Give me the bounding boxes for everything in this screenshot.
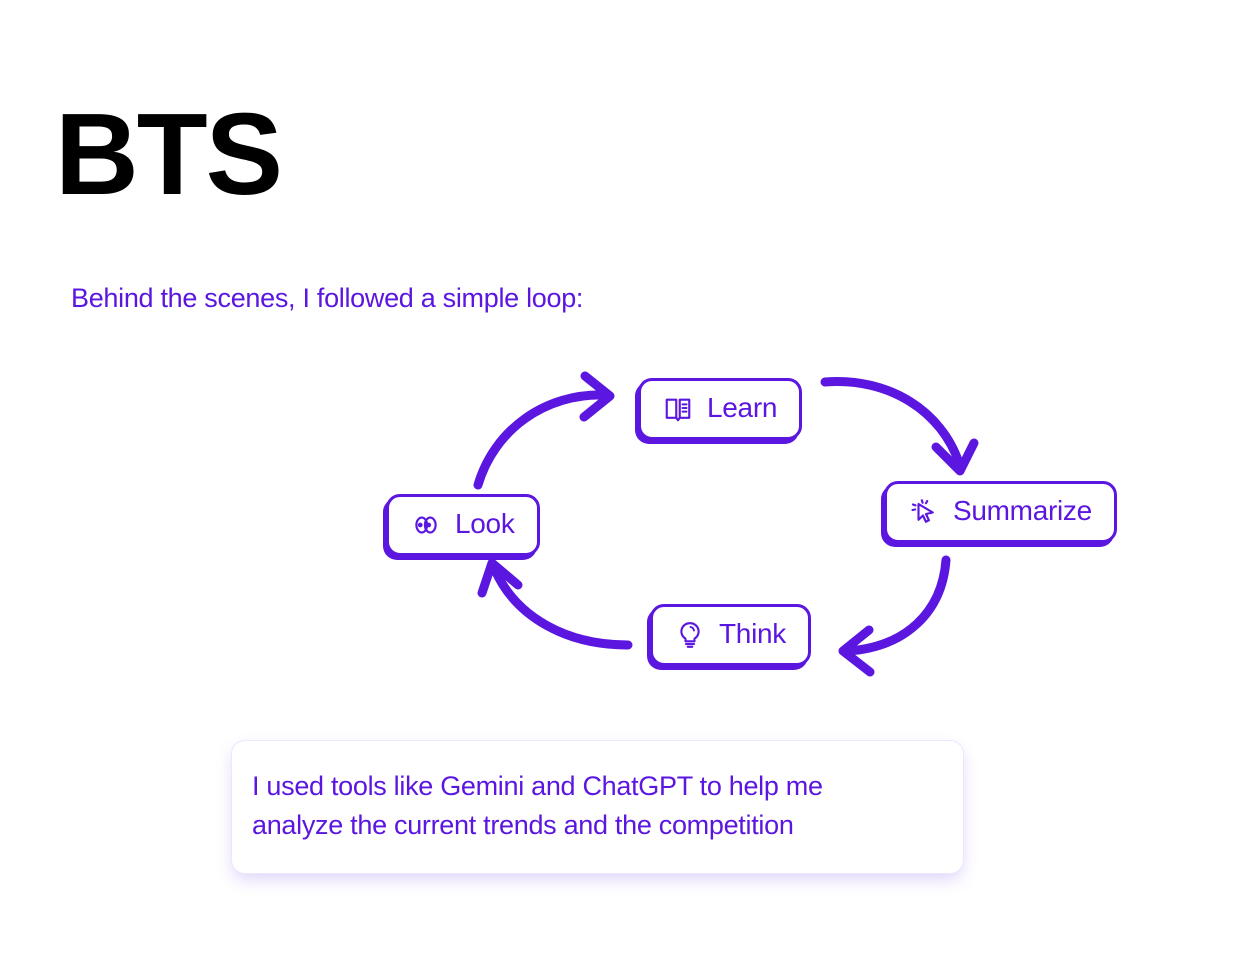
cursor-click-icon — [911, 499, 934, 523]
subtitle-text: Behind the scenes, I followed a simple l… — [71, 283, 584, 313]
arrow-summarize-to-think — [838, 555, 951, 677]
loop-node-learn-label: Learn — [707, 392, 778, 423]
caption-line-2: analyze the current trends and the compe… — [252, 810, 794, 841]
loop-node-summarize-label: Summarize — [953, 495, 1092, 526]
arrow-think-to-look — [477, 558, 633, 650]
lightbulb-icon — [680, 622, 700, 648]
loop-node-look[interactable]: Look — [386, 494, 540, 556]
open-book-icon — [665, 398, 691, 422]
arrow-learn-to-summarize — [820, 377, 979, 476]
loop-node-think[interactable]: Think — [650, 604, 811, 666]
loop-arrows-group — [473, 371, 979, 677]
loop-node-look-label: Look — [455, 508, 515, 539]
caption-line-1: I used tools like Gemini and ChatGPT to … — [252, 771, 823, 801]
page-title: BTS — [55, 89, 283, 219]
loop-node-summarize[interactable]: Summarize — [884, 481, 1117, 543]
loop-diagram: Learn Summarize Think Look — [370, 355, 1160, 685]
loop-node-learn[interactable]: Learn — [638, 378, 803, 440]
arrow-look-to-learn — [473, 371, 615, 490]
loop-node-think-label: Think — [719, 618, 786, 649]
eyes-icon — [415, 516, 437, 534]
caption-card: I used tools like Gemini and ChatGPT to … — [231, 740, 964, 875]
